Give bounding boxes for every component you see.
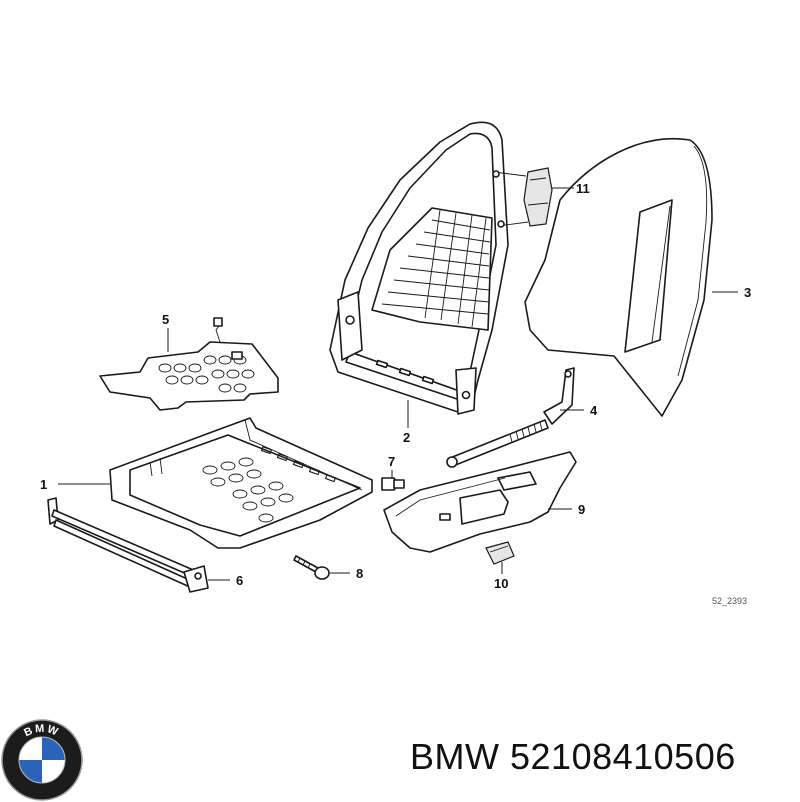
callout-8: 8 <box>356 566 363 581</box>
callout-11: 11 <box>576 181 590 196</box>
callout-3: 3 <box>744 285 751 300</box>
callout-2: 2 <box>403 430 410 445</box>
part-number-title: BMW 52108410506 <box>410 736 736 778</box>
part-number: 52108410506 <box>510 736 736 777</box>
part-8-screw <box>293 555 330 580</box>
callout-5: 5 <box>162 312 169 327</box>
part-6-slide-rail <box>47 497 209 593</box>
callout-9: 9 <box>578 502 585 517</box>
part-2-backrest-frame <box>329 121 529 415</box>
callout-10: 10 <box>494 576 508 591</box>
part-1-seat-base <box>109 417 373 549</box>
callout-1: 1 <box>40 477 47 492</box>
leader-lines <box>58 187 738 581</box>
brand-name: BMW <box>410 736 500 777</box>
part-3-backrest-cover <box>524 138 713 417</box>
part-10-switch <box>485 541 515 565</box>
part-11-headrest-guide <box>523 167 553 227</box>
logo-lettering: BMW <box>22 723 61 739</box>
bmw-logo: BMW <box>1 719 83 801</box>
callout-6: 6 <box>236 573 243 588</box>
part-7-bolt <box>381 477 405 491</box>
drawing-reference: 52_2393 <box>712 596 747 606</box>
backrest-spring-mesh <box>381 209 491 328</box>
part-5-heating-mat <box>99 317 279 411</box>
callout-4: 4 <box>590 403 598 418</box>
callout-7: 7 <box>388 454 395 469</box>
part-9-side-trim <box>383 451 577 553</box>
